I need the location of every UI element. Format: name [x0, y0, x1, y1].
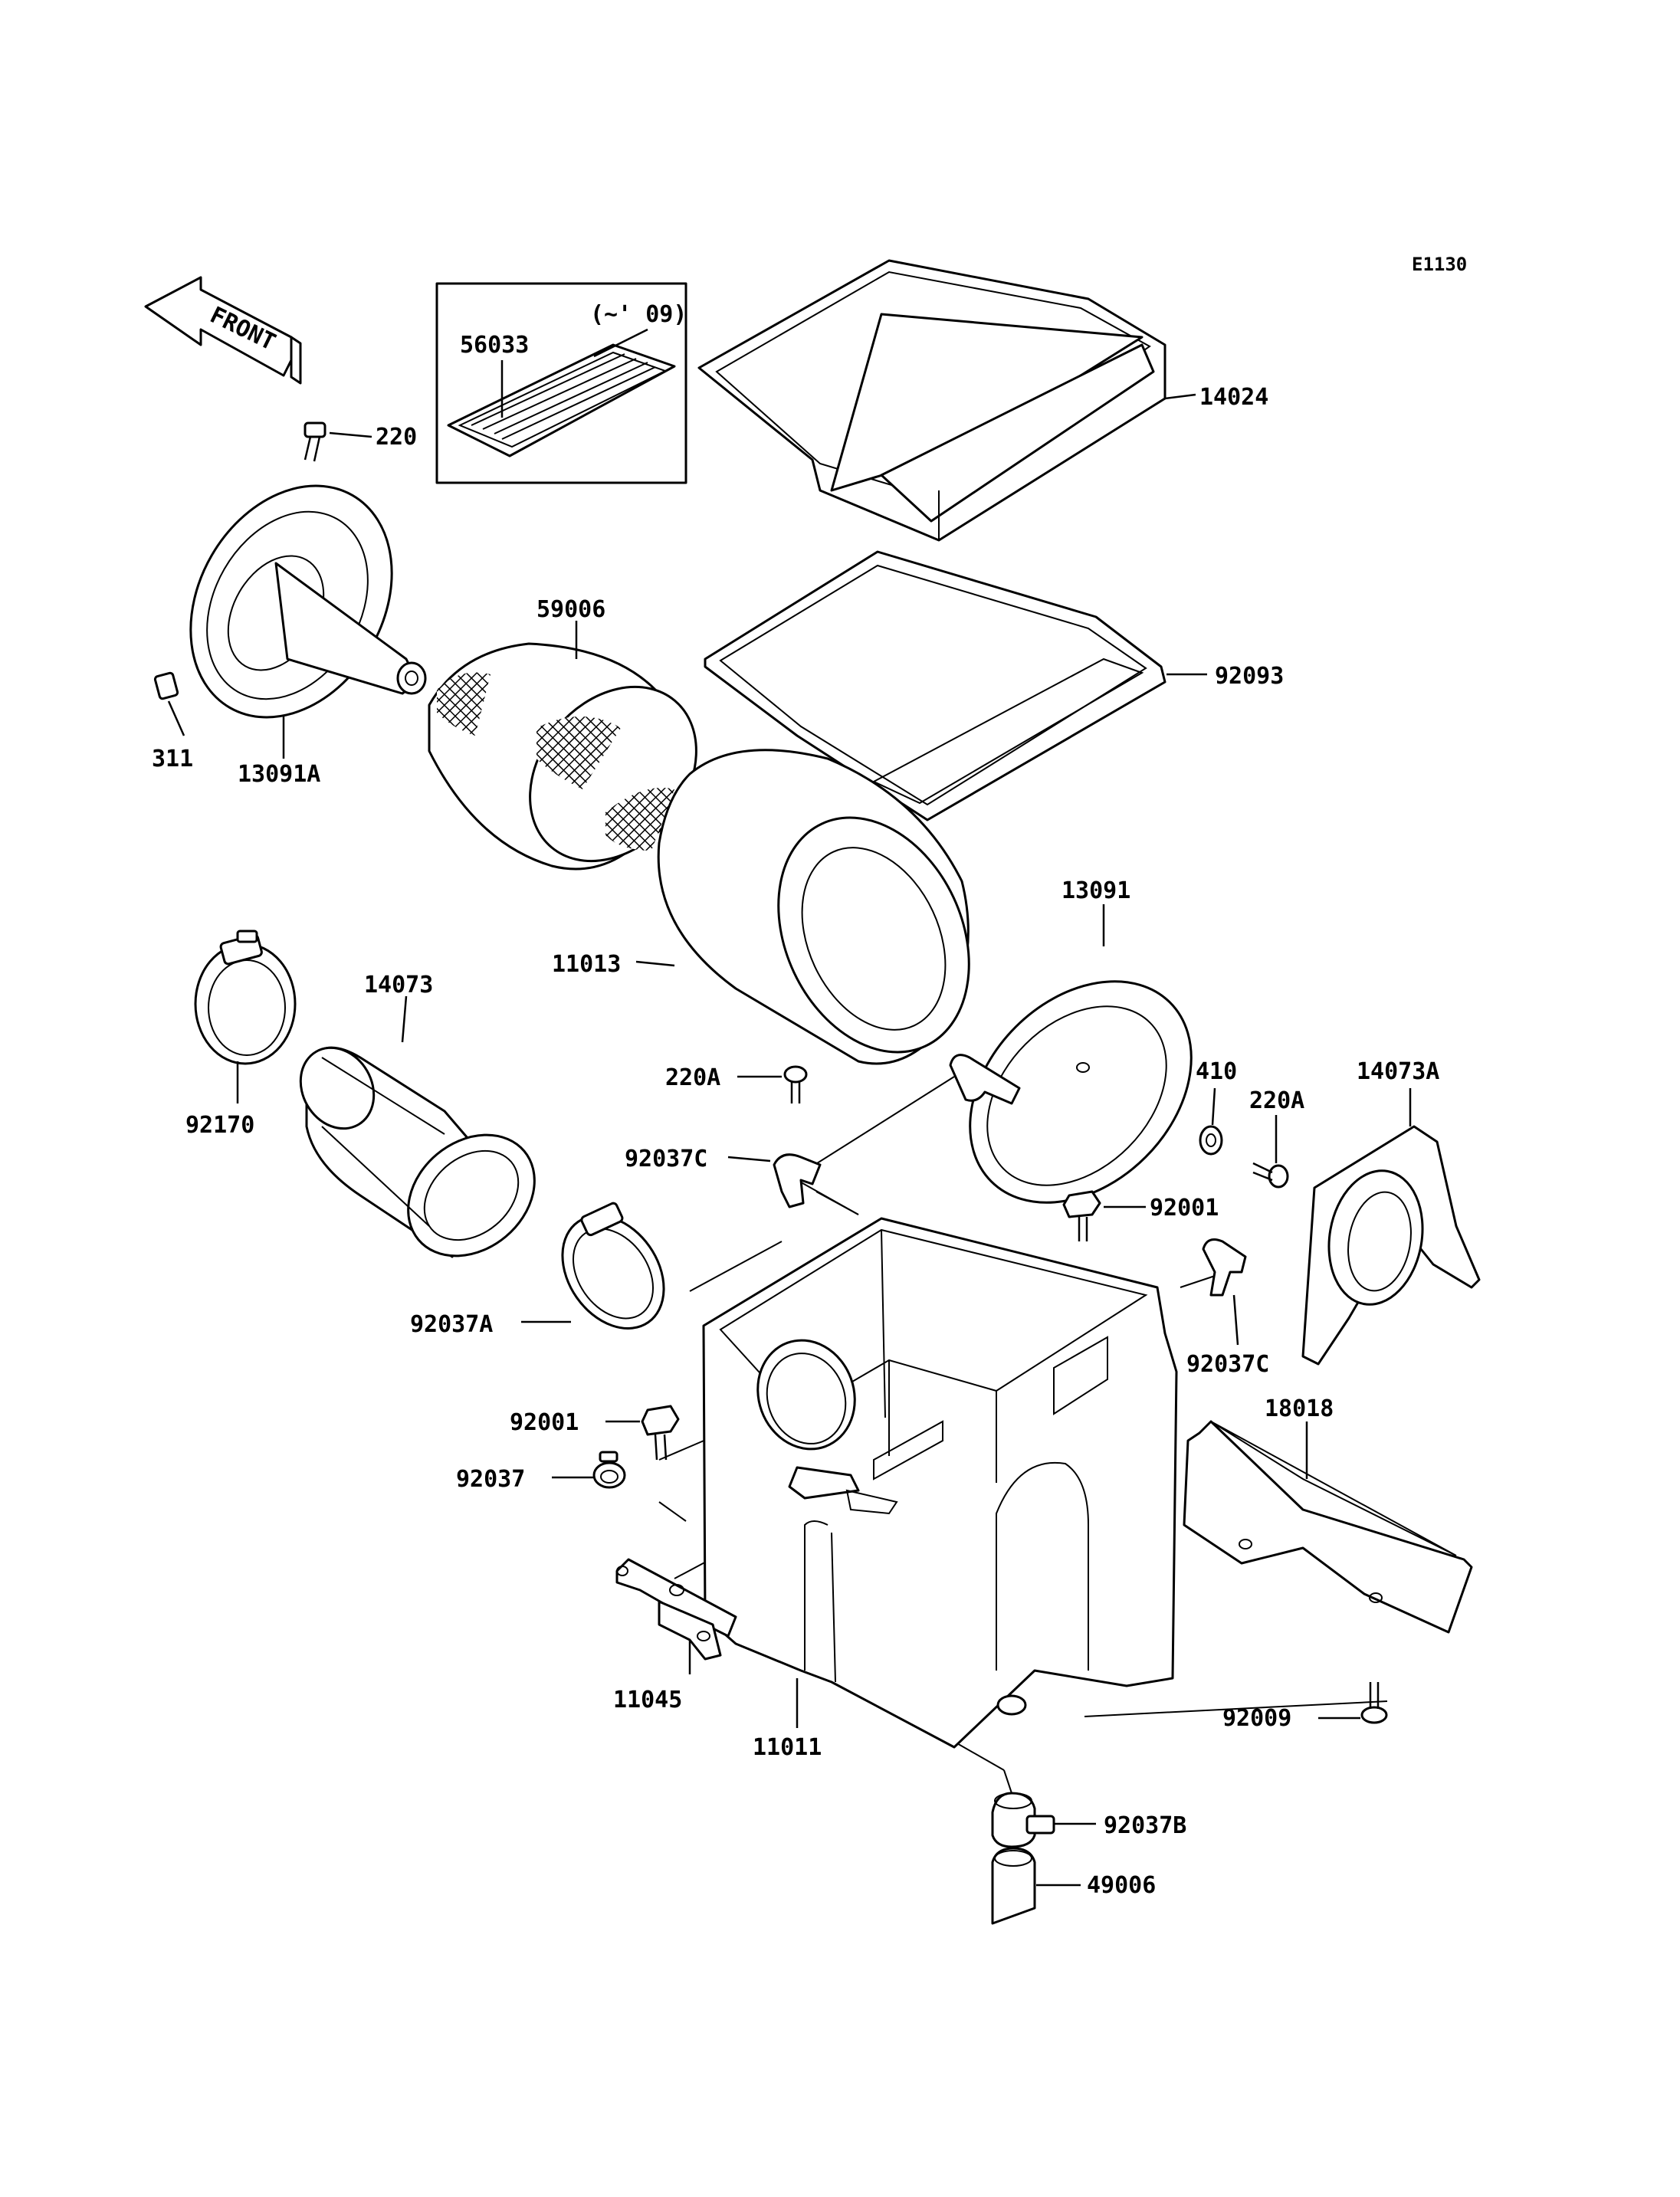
label-92001-left: 92001 [510, 1409, 579, 1436]
clip-92037C-left-icon [727, 1153, 822, 1208]
label-92037C-right: 92037C [1186, 1351, 1269, 1378]
label-11045: 11045 [613, 1687, 682, 1713]
screw-220A-right-icon [1252, 1115, 1289, 1189]
gasket-92093 [704, 550, 1207, 821]
drain-tube-49006 [991, 1847, 1081, 1925]
label-220A-right: 220A [1249, 1087, 1304, 1114]
cover-plate-13091 [949, 904, 1193, 1204]
outer-cover-13091A [189, 484, 427, 759]
screw-220A-left-icon [737, 1065, 808, 1103]
clip-92037C-right-icon [1202, 1238, 1247, 1346]
bracket-11045 [615, 1558, 737, 1674]
bolt-92001-right-icon [1062, 1190, 1146, 1241]
clamp-92037B-icon [991, 1792, 1096, 1848]
label-92009: 92009 [1222, 1705, 1291, 1732]
clamp-92037A-icon [521, 1202, 665, 1330]
inset-box [435, 282, 687, 484]
air-box-case-11011 [702, 1217, 1178, 1749]
label-220: 220 [376, 424, 417, 451]
pre-filter-59006 [428, 621, 697, 871]
label-311: 311 [152, 746, 193, 772]
label-49006: 49006 [1087, 1872, 1156, 1899]
inset-note: (~' 09) [590, 301, 687, 328]
label-14024: 14024 [1199, 384, 1268, 411]
screw-92009-icon [1318, 1682, 1388, 1724]
label-14073: 14073 [364, 972, 433, 998]
intake-duct-14073 [299, 995, 536, 1258]
label-220A-left: 220A [665, 1064, 720, 1091]
washer-410-icon [1199, 1087, 1223, 1156]
label-92093: 92093 [1215, 663, 1284, 690]
filter-element-11013 [635, 749, 970, 1065]
front-arrow-icon: FRONT [144, 276, 302, 385]
label-14073A: 14073A [1357, 1058, 1439, 1085]
label-92037A: 92037A [410, 1311, 493, 1338]
bolt-92001-left-icon [605, 1405, 680, 1461]
clamp-92037-icon [552, 1451, 626, 1489]
label-13091A: 13091A [238, 761, 320, 788]
side-cover-18018 [1183, 1420, 1473, 1634]
label-92037C-left: 92037C [625, 1146, 707, 1172]
screw-220-icon [304, 421, 372, 462]
duct-14073A [1301, 1088, 1481, 1366]
label-92001-right: 92001 [1150, 1195, 1219, 1221]
label-410: 410 [1196, 1058, 1237, 1085]
label-92037B: 92037B [1104, 1812, 1186, 1839]
label-92037: 92037 [456, 1466, 525, 1493]
diagram-code: E1130 [1412, 254, 1467, 275]
clamp-92170-icon [194, 930, 297, 1103]
label-92170: 92170 [185, 1112, 254, 1139]
label-11011: 11011 [753, 1734, 822, 1761]
label-13091: 13091 [1061, 877, 1130, 904]
label-59006: 59006 [536, 596, 605, 623]
label-11013: 11013 [552, 951, 621, 978]
label-56033: 56033 [460, 332, 529, 359]
air-box-cover [697, 259, 1196, 542]
nut-311-icon [153, 671, 185, 736]
label-18018: 18018 [1265, 1395, 1334, 1422]
